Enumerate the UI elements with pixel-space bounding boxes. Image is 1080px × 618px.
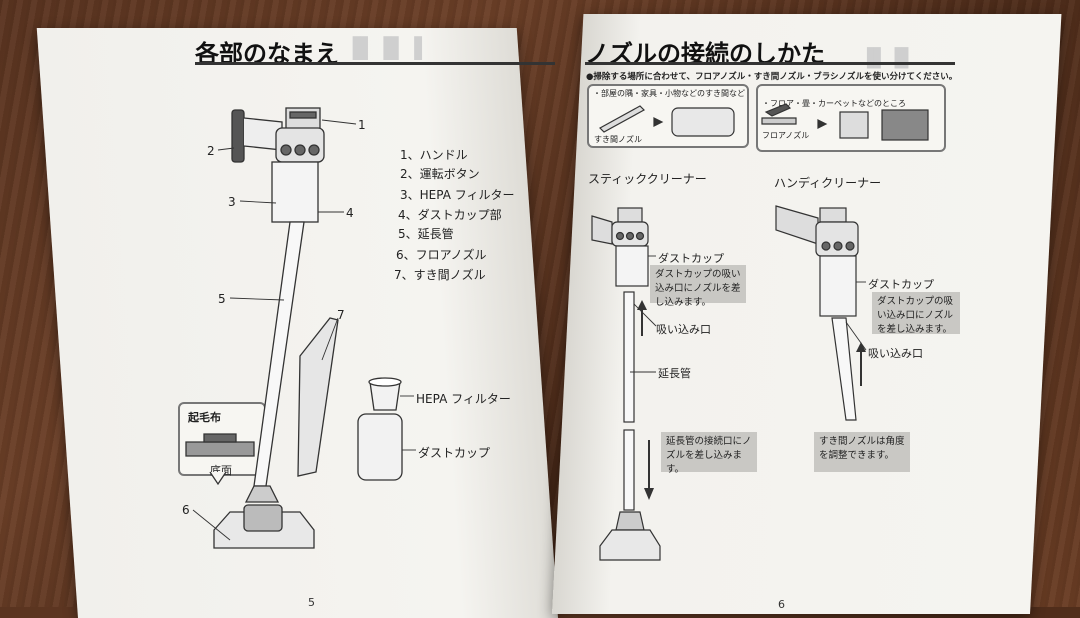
part-label-2: 2、運転ボタン bbox=[400, 167, 480, 181]
part-label-4: 4、ダストカップ部 bbox=[398, 208, 502, 222]
right-subtitle: ●掃除する場所に合わせて、フロアノズル・すき間ノズル・ブラシノズルを使い分けてく… bbox=[586, 72, 958, 82]
right-page-number: 6 bbox=[778, 598, 785, 611]
part-label-7: 7、すき間ノズル bbox=[394, 268, 486, 282]
callout-4: 4 bbox=[346, 206, 354, 220]
dust-cup-label: ダストカップ bbox=[418, 446, 491, 460]
callout-1: 1 bbox=[358, 118, 366, 132]
floor-nozzle-icon bbox=[764, 103, 792, 117]
part-label-6: 6、フロアノズル bbox=[396, 248, 487, 262]
tatami-icon bbox=[839, 111, 869, 139]
part-label-5: 5、延長管 bbox=[398, 227, 454, 241]
crevice-tool-icon bbox=[599, 105, 645, 133]
callout-2: 2 bbox=[207, 144, 215, 158]
callout-3: 3 bbox=[228, 195, 236, 209]
part-label-1: 1、ハンドル bbox=[400, 148, 468, 162]
handy-note-2: すき間ノズルは角度を調整できます。 bbox=[814, 432, 910, 472]
bleed-through-text: ▐▌▐▌▐ bbox=[345, 36, 422, 60]
stick-pipe-label: 延長管 bbox=[658, 367, 691, 380]
callout-7: 7 bbox=[337, 308, 345, 322]
handy-heading: ハンディクリーナー bbox=[774, 176, 882, 190]
crevice-tool-label: すき間ノズル bbox=[594, 135, 642, 144]
left-page-number: 5 bbox=[308, 596, 315, 609]
handy-intake-label: 吸い込み口 bbox=[868, 347, 923, 360]
part-label-3: 3、HEPA フィルター bbox=[400, 188, 515, 202]
handy-note-1: ダストカップの吸い込み口にノズルを差し込みます。 bbox=[872, 292, 960, 335]
inset-label-top: 起毛布 bbox=[188, 411, 221, 424]
stick-note-2: 延長管の接続口にノズルを差し込みます。 bbox=[661, 432, 757, 475]
left-title-rule bbox=[195, 62, 555, 65]
handy-dust-cup-label: ダストカップ bbox=[868, 278, 934, 291]
floor-use-caption: ・フロア・畳・カーペットなどのところ bbox=[762, 99, 906, 108]
stick-intake-label: 吸い込み口 bbox=[656, 323, 711, 336]
floor-tool-label: フロアノズル bbox=[762, 131, 810, 140]
right-title-rule bbox=[585, 62, 955, 65]
stick-note-1: ダストカップの吸い込み口にノズルを差し込みます。 bbox=[650, 265, 746, 308]
hepa-label: HEPA フィルター bbox=[416, 392, 511, 406]
callout-5: 5 bbox=[218, 292, 226, 306]
crevice-use-caption: ・部屋の隅・家具・小物などのすき間など bbox=[593, 89, 745, 98]
callout-6: 6 bbox=[182, 503, 190, 517]
sofa-icon bbox=[671, 107, 735, 137]
stick-dust-cup-label: ダストカップ bbox=[658, 252, 724, 265]
stick-heading: スティッククリーナー bbox=[588, 172, 707, 186]
carpet-icon bbox=[881, 109, 929, 141]
